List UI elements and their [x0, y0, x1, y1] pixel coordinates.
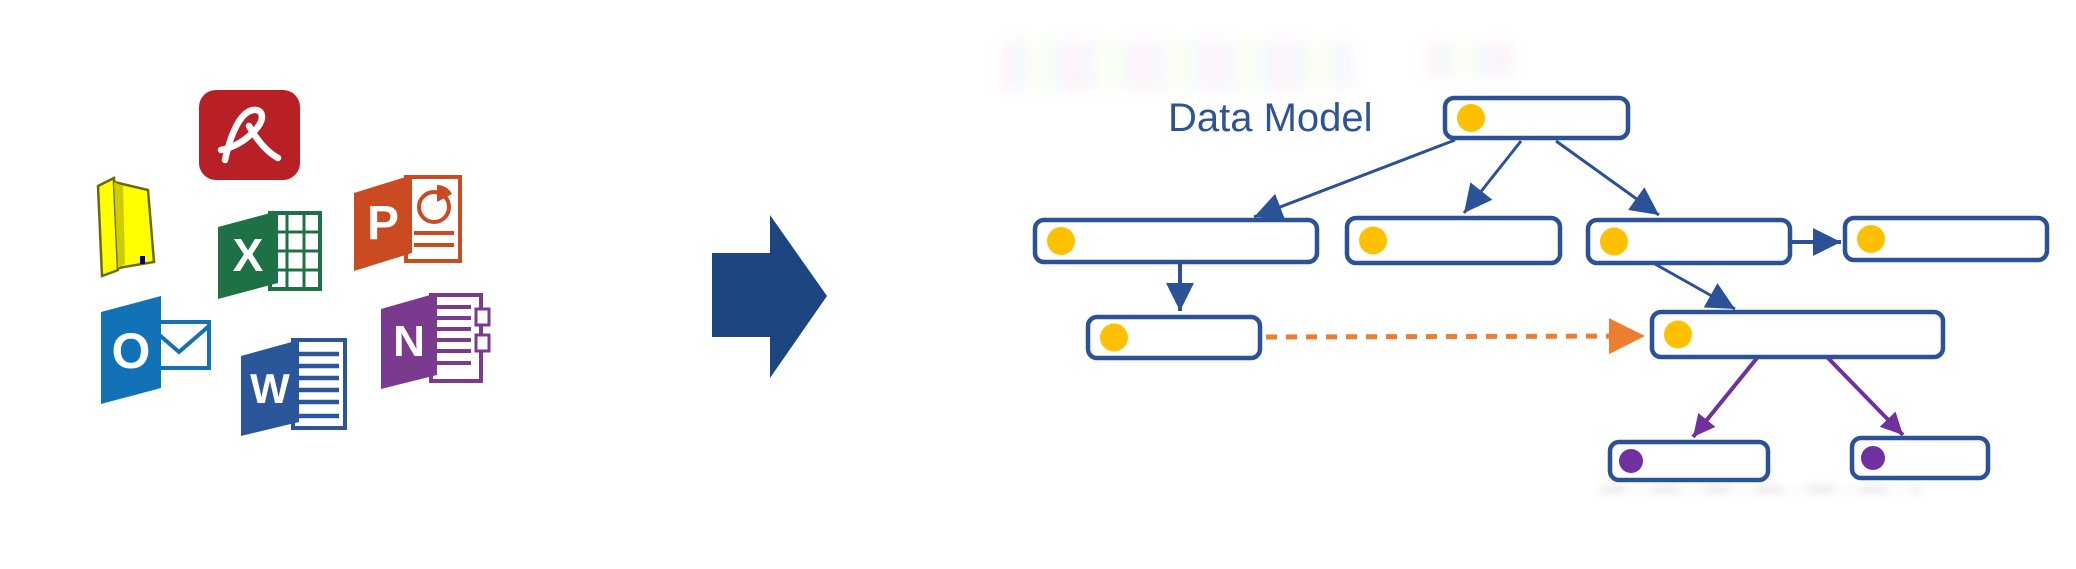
node-root: [1442, 95, 1631, 141]
node-child-2: [1344, 215, 1563, 266]
onenote-icon: N: [381, 293, 491, 389]
right-arrow-icon: [712, 215, 827, 378]
outlook-icon: O: [101, 296, 211, 404]
blurred-text-artifact-1: [1000, 40, 1352, 90]
node-box-child-1: [1032, 217, 1320, 265]
node-grandchild-1: [1085, 314, 1263, 361]
nodes-layer: [1032, 95, 2050, 483]
notebook-lines: [437, 305, 471, 365]
outlook-letter: O: [112, 323, 151, 379]
transform-arrow: [712, 215, 827, 378]
yellow-dot-marker: [1047, 227, 1075, 255]
edge-grandchild-2-to-leaf-1: [1691, 356, 1759, 439]
acrobat-leg-icon: [245, 122, 282, 162]
powerpoint-letter: P: [367, 197, 399, 250]
folder-icon: [96, 176, 156, 278]
edge-root-to-child-2: [1462, 140, 1523, 214]
yellow-dot-marker: [1664, 320, 1692, 349]
node-box-leaf-1: [1607, 439, 1771, 483]
node-box-grandchild-2: [1649, 309, 1946, 360]
edges-layer: [1166, 138, 1905, 439]
yellow-dot-marker: [1359, 226, 1387, 255]
purple-dot-marker: [1861, 446, 1885, 470]
yellow-dot-marker: [1100, 323, 1128, 352]
yellow-dot-marker: [1457, 104, 1485, 132]
notebook-tab-2: [474, 333, 491, 353]
onenote-letter: N: [393, 317, 425, 366]
folder-spine: [96, 176, 120, 278]
node-box-sibling-of-child-3: [1842, 215, 2050, 263]
acrobat-loop-icon: [217, 106, 266, 164]
excel-letter: X: [233, 229, 264, 281]
node-sibling-of-child-3: [1842, 215, 2050, 263]
excel-icon: X: [218, 211, 322, 299]
outlook-flag: [101, 296, 161, 404]
node-grandchild-2: [1649, 309, 1946, 360]
powerpoint-icon: P: [354, 175, 462, 271]
word-letter: W: [250, 365, 290, 412]
node-box-leaf-2: [1849, 435, 1991, 481]
edge-grandchild-2-to-leaf-2: [1826, 356, 1905, 437]
blurred-text-artifact-2: [1425, 42, 1515, 78]
purple-dot-marker: [1619, 449, 1643, 473]
folder-dot: [140, 256, 145, 264]
word-flag: [241, 340, 299, 436]
powerpoint-flag: [354, 175, 412, 271]
excel-flag: [218, 211, 278, 299]
yellow-dot-marker: [1600, 227, 1628, 256]
node-child-1: [1032, 217, 1320, 265]
edge-grandchild-1-to-grandchild-2-dashed: [1265, 318, 1646, 355]
yellow-dot-marker: [1857, 225, 1885, 253]
pdf-file-icon: [199, 90, 300, 180]
node-box-child-2: [1344, 215, 1563, 266]
node-box-root: [1442, 95, 1631, 141]
doc-lines: [299, 351, 339, 419]
node-leaf-1: [1607, 439, 1771, 483]
onenote-flag: [381, 293, 437, 389]
excel-grid: [270, 213, 320, 289]
node-child-3: [1585, 217, 1793, 266]
edge-root-to-child-3: [1555, 139, 1660, 217]
blurred-smudge-artifact: [1600, 485, 1920, 494]
notebook-tab-1: [474, 307, 491, 327]
node-box-grandchild-1: [1085, 314, 1263, 361]
edge-root-to-child-1: [1253, 138, 1456, 221]
pie-wedge: [437, 185, 452, 202]
node-box-child-3: [1585, 217, 1793, 266]
folder-shade: [114, 182, 125, 268]
node-leaf-2: [1849, 435, 1991, 481]
slide-lines: [414, 231, 454, 247]
word-icon: W: [241, 338, 347, 436]
office-icons-cluster: X P O W: [0, 0, 560, 569]
diagram-title: Data Model: [1168, 96, 1373, 140]
edge-child-3-to-grandchild-2: [1654, 262, 1736, 311]
